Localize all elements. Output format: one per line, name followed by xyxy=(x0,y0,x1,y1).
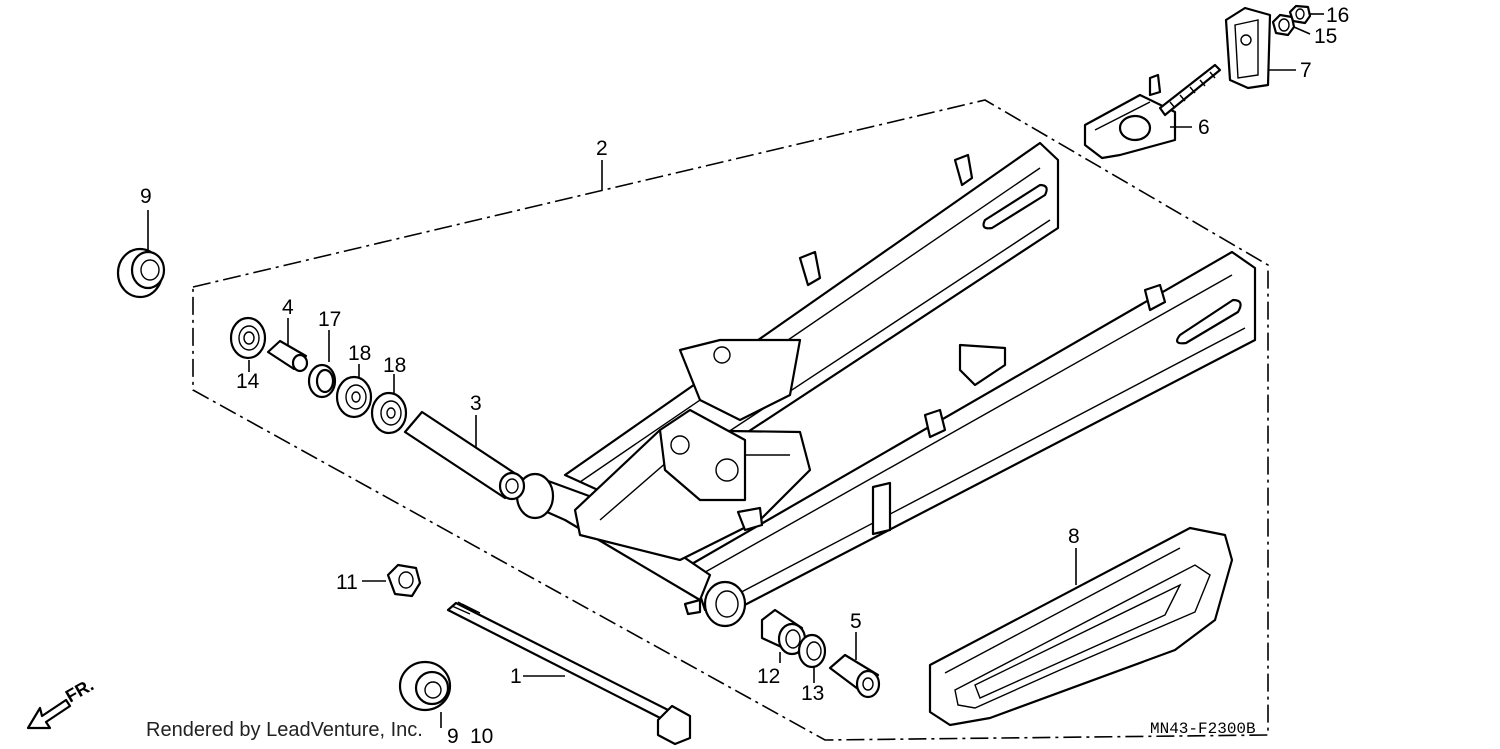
pivot-nut xyxy=(386,563,422,598)
snap-ring xyxy=(307,363,337,399)
callout-8: 8 xyxy=(1068,525,1080,548)
ball-bearing-1 xyxy=(335,375,373,419)
ball-bearing-2 xyxy=(370,391,408,435)
pivot-cap-upper xyxy=(116,247,166,299)
callout-6: 6 xyxy=(1198,116,1210,139)
pivot-bolt xyxy=(446,601,692,746)
callout-18-first: 18 xyxy=(348,342,371,365)
callout-3: 3 xyxy=(470,392,482,415)
callout-18-second: 18 xyxy=(383,354,406,377)
callout-9-lower: 9 xyxy=(447,725,459,748)
chain-slider xyxy=(928,526,1234,727)
chain-adjuster xyxy=(1083,63,1222,160)
outer-collar xyxy=(828,653,881,699)
callout-1: 1 xyxy=(510,665,522,688)
callout-16: 16 xyxy=(1326,4,1349,27)
inner-pin xyxy=(266,339,309,373)
callout-17: 17 xyxy=(318,308,341,331)
front-arrow-icon xyxy=(26,698,72,730)
render-credit: Rendered by LeadVenture, Inc. xyxy=(146,719,423,741)
callout-11: 11 xyxy=(336,571,358,594)
dust-seal xyxy=(797,633,827,669)
pivot-cap-lower xyxy=(398,660,452,712)
callout-5: 5 xyxy=(850,610,862,633)
leader-lines xyxy=(147,13,1324,728)
callout-13: 13 xyxy=(801,682,824,705)
needle-bearing-left xyxy=(229,316,267,360)
pivot-collar xyxy=(403,410,526,501)
callout-4: 4 xyxy=(282,296,294,319)
adjuster-cap-nut xyxy=(1288,4,1312,25)
callout-9-upper: 9 xyxy=(140,185,152,208)
callout-12: 12 xyxy=(757,665,780,688)
callout-7: 7 xyxy=(1300,59,1312,82)
adjuster-plate xyxy=(1224,6,1272,90)
assembly-boundary xyxy=(192,99,1269,741)
callout-10: 10 xyxy=(470,725,493,748)
callout-2: 2 xyxy=(596,137,608,160)
drawing-code: MN43-F2300B xyxy=(1150,720,1256,738)
callout-14: 14 xyxy=(236,370,260,393)
swingarm xyxy=(515,141,1257,628)
callout-15: 15 xyxy=(1314,25,1337,48)
